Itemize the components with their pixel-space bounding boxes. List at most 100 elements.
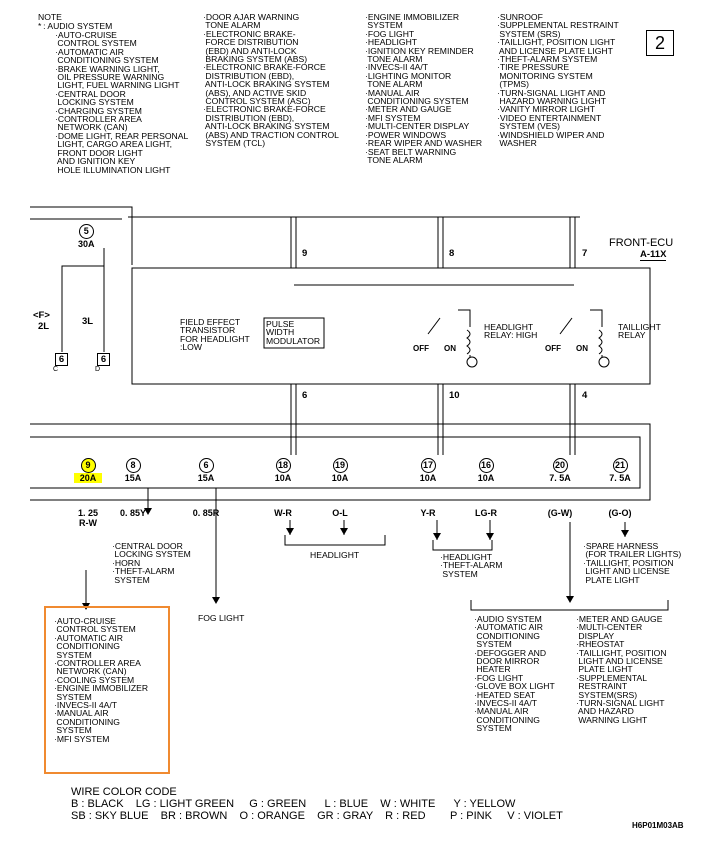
fuse-amperage: 7. 5A [609, 473, 631, 483]
wire-label: 0. 85R [192, 508, 220, 518]
fuse8-dest-item: ·CENTRAL DOOR LOCKING SYSTEM [112, 541, 191, 560]
note-col1-item: ·CENTRAL DOOR LOCKING SYSTEM [55, 88, 134, 108]
connector-6c-letter: C [53, 366, 59, 373]
legend-line-2: SB : SKY BLUE BR : BROWN O : ORANGE GR :… [71, 810, 563, 822]
note-col1-item: ·DOME LIGHT, REAR PERSONAL LIGHT, CARGO … [55, 130, 189, 175]
note-col4-item: ·SUNROOF [497, 12, 543, 22]
wire-label: Y-R [420, 508, 436, 518]
connector-6c-number: 6 [55, 353, 68, 366]
fuse-5-amp: 30A [78, 239, 95, 249]
fuse20-dest-item: ·DEFOGGER AND DOOR MIRROR HEATER [474, 647, 547, 675]
note-col4-item: ·TAILLIGHT, POSITION LIGHT AND LICENSE P… [497, 37, 616, 56]
fuse-amperage: 7. 5A [549, 473, 571, 483]
note-col2-item: ·ELECTRONIC BRAKE-FORCE DISTRIBUTION (EB… [203, 62, 330, 107]
note-col1-item: ·CONTROLLER AREA NETWORK (CAN) [55, 114, 142, 133]
note-title: NOTE [38, 12, 62, 22]
fuse20-dest-item: ·AUDIO SYSTEM [474, 614, 542, 624]
taillight-relay-label: TAILLIGHT RELAY [618, 322, 661, 341]
fuse-amperage: 10A [331, 473, 349, 483]
fuse21-dest-item: ·SPARE HARNESS (FOR TRAILER LIGHTS) [583, 541, 682, 560]
fuse21-destinations: ·SPARE HARNESS (FOR TRAILER LIGHTS)·TAIL… [583, 542, 681, 584]
fuse8-destinations: ·CENTRAL DOOR LOCKING SYSTEM·HORN·THEFT-… [112, 542, 191, 584]
fuse20-dest-item: ·SUPPLEMENTAL RESTRAINT SYSTEM(SRS) [576, 672, 647, 700]
fuse-amperage: 15A [197, 473, 215, 483]
wire-label: W-R [274, 508, 292, 518]
fuse20-dest-item: ·HEATED SEAT [474, 689, 536, 700]
fuse9-dest-item: ·COOLING SYSTEM [54, 674, 135, 685]
wire-label: 1. 25 R-W [77, 508, 99, 528]
note-col1-item: ·AUTO-CRUISE CONTROL SYSTEM [55, 30, 137, 49]
ecu-pin-7: 7 [582, 248, 588, 259]
relay2-off: OFF [545, 344, 561, 353]
fuse20-destinations-col1: ·AUDIO SYSTEM·AUTOMATIC AIR CONDITIONING… [474, 614, 555, 733]
fuse8-dest-item: ·HORN [112, 557, 141, 568]
ecu-pin-8: 8 [449, 248, 455, 259]
ecu-pin-10: 10 [449, 390, 460, 401]
relay1-off: OFF [413, 344, 429, 353]
note-col2-item: ·ELECTRONIC BRAKE-FORCE DISTRIBUTION (EB… [203, 104, 339, 149]
ecu-pin-4: 4 [582, 390, 588, 401]
note-star-line: * : AUDIO SYSTEM [38, 21, 113, 31]
connector-6d-letter: D [95, 366, 101, 373]
fuse21-dest-item: ·TAILLIGHT, POSITION LIGHT AND LICENSE P… [583, 557, 674, 585]
fog-light-destination: FOG LIGHT [198, 613, 245, 623]
wire-label: O-L [332, 508, 348, 518]
legend-line-1: B : BLACK LG : LIGHT GREEN G : GREEN L :… [71, 798, 516, 810]
wire-2l: 2L [38, 321, 50, 332]
relay1-on: ON [444, 344, 456, 353]
fuse-amperage: 10A [477, 473, 495, 483]
note-col1-item: ·CHARGING SYSTEM [55, 105, 142, 116]
fuse-5: 5 30A [78, 224, 95, 249]
note-col3-item: ·METER AND GAUGE [365, 104, 452, 115]
fuse20-dest-item: ·AUTOMATIC AIR CONDITIONING SYSTEM [474, 622, 543, 650]
note-col4-item: ·TURN-SIGNAL LIGHT AND HAZARD WARNING LI… [497, 87, 607, 107]
ecu-pin-9: 9 [302, 248, 308, 259]
fuse-number: 19 [332, 458, 348, 473]
fet-label: FIELD EFFECT TRANSISTOR FOR HEADLIGHT :L… [180, 317, 250, 353]
headlight-destination: HEADLIGHT [310, 550, 360, 560]
fuse20-dest-item: ·TURN-SIGNAL LIGHT AND HAZARD WARNING LI… [576, 698, 665, 725]
note-col3-item: ·IGNITION KEY REMINDER TONE ALARM [365, 45, 474, 65]
figure-id: H6P01M03AB [632, 821, 684, 830]
wire-label: 0. 85Y [119, 508, 147, 518]
wire-3l: 3L [82, 316, 94, 327]
fuse-amperage: 10A [274, 473, 292, 483]
pwm-label: PULSE WIDTH MODULATOR [266, 319, 321, 346]
fuse20-dest-item: ·GLOVE BOX LIGHT [474, 681, 555, 692]
fuse20-dest-item: ·TAILLIGHT, POSITION LIGHT AND LICENSE P… [576, 647, 667, 675]
fuse20-dest-item: ·INVECS-II 4A/T [474, 698, 538, 709]
wire-label: (G-W) [547, 508, 573, 518]
fuse9-dest-item: ·ENGINE IMMOBILIZER SYSTEM [54, 683, 149, 702]
fuse-number: 21 [612, 458, 628, 473]
note-col3-item: ·INVECS-II 4A/T [365, 62, 429, 73]
note-col4-item: ·VANITY MIRROR LIGHT [497, 104, 596, 115]
fuse17-dest-item: ·THEFT-ALARM SYSTEM [440, 560, 503, 579]
note-col2-item: ·DOOR AJAR WARNING TONE ALARM [203, 12, 300, 31]
highlight-box [44, 606, 170, 774]
ecu-connector: A-11X [640, 249, 667, 261]
note-column-4: ·SUNROOF·SUPPLEMENTAL RESTRAINT SYSTEM (… [497, 12, 619, 148]
fuse8-dest-item: ·THEFT-ALARM SYSTEM [112, 566, 175, 585]
fuse9-dest-item: ·CONTROLLER AREA NETWORK (CAN) [54, 658, 141, 677]
ecu-pin-6: 6 [302, 390, 308, 401]
fuse9-dest-item: ·AUTO-CRUISE CONTROL SYSTEM [54, 616, 136, 635]
note-column-2: ·DOOR AJAR WARNING TONE ALARM ·ELECTRONIC… [203, 13, 339, 148]
relay2-on: ON [576, 344, 588, 353]
fuse9-dest-item: ·AUTOMATIC AIR CONDITIONING SYSTEM [54, 632, 123, 660]
note-col3-item: ·FOG LIGHT [365, 28, 415, 39]
fuse20-dest-item: ·RHEOSTAT [576, 639, 625, 650]
legend-title: WIRE COLOR CODE [71, 786, 177, 798]
fuse-number: 6 [198, 458, 214, 473]
fuse-number: 16 [478, 458, 494, 473]
fuse-number: 20 [552, 458, 568, 473]
wire-label: (G-O) [608, 508, 632, 518]
